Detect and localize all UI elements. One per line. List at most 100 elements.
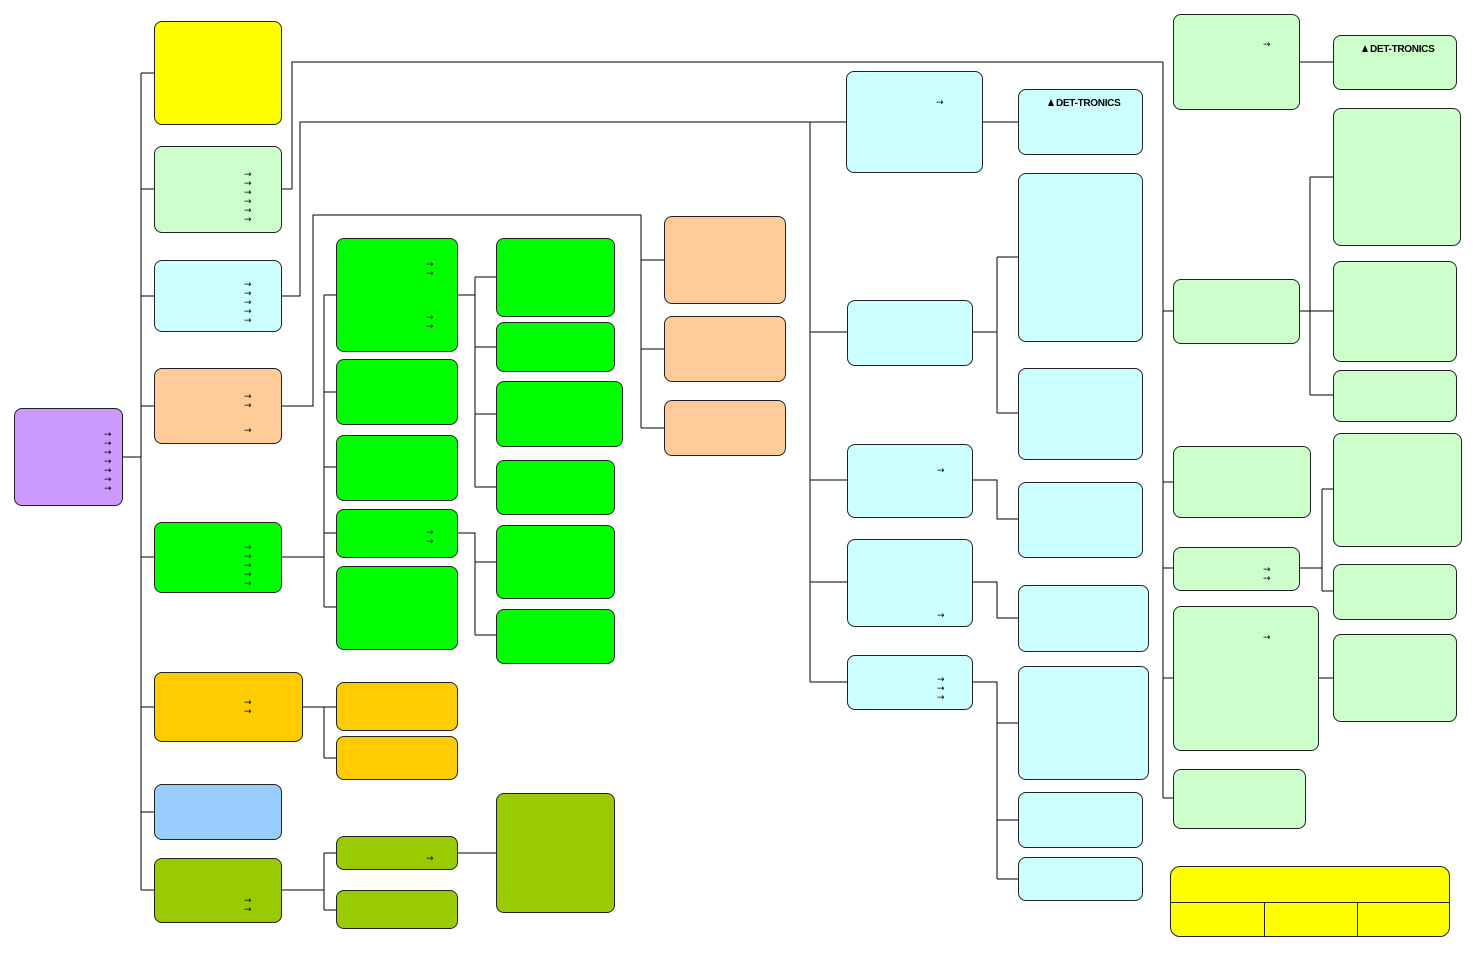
node-yellow-top[interactable] xyxy=(154,21,282,125)
connector-root xyxy=(123,72,154,891)
node-green-3-1[interactable] xyxy=(496,238,615,317)
arrow-icon: → xyxy=(244,289,252,299)
node-cyan-2-2[interactable] xyxy=(1018,173,1143,342)
connector-olive1 xyxy=(282,852,336,911)
arrow-icon: → xyxy=(244,570,252,580)
connector-g2-1 xyxy=(458,276,496,488)
node-green-2-1[interactable]: → → → → xyxy=(336,238,458,352)
arrow-icon: → xyxy=(244,206,252,216)
node-lg-1-2[interactable] xyxy=(1173,279,1300,344)
node-amber-1[interactable]: →→ xyxy=(154,672,303,742)
node-cyan-1-3[interactable]: → xyxy=(847,444,973,518)
node-cyan-2-7[interactable] xyxy=(1018,792,1143,848)
arrow-icon: → xyxy=(244,170,252,180)
arrow-icon: → xyxy=(104,439,112,449)
legend-divider xyxy=(1171,902,1449,903)
det-tronics-logo: DET-TRONICS xyxy=(1048,98,1121,109)
node-light-green-1[interactable]: →→→→→→ xyxy=(154,146,282,233)
node-olive-2-2[interactable] xyxy=(336,890,458,929)
connector-amber1 xyxy=(303,706,336,759)
node-cyan-2-3[interactable] xyxy=(1018,368,1143,460)
arrow-icon: → xyxy=(426,537,434,547)
arrow-icon: → xyxy=(104,430,112,440)
arrow-icon: → xyxy=(244,298,252,308)
legend-key-box xyxy=(1170,866,1450,937)
node-amber-2-1[interactable] xyxy=(336,682,458,731)
node-cyan-1-1[interactable]: → xyxy=(846,71,983,173)
arrow-icon: → xyxy=(104,484,112,494)
node-lg-1-6[interactable] xyxy=(1173,769,1306,829)
arrow-icon: → xyxy=(937,684,945,694)
arrow-icon: → xyxy=(426,313,434,323)
connector-c1-2 xyxy=(972,256,1018,414)
arrow-icon: → xyxy=(937,611,945,621)
arrow-icon: → xyxy=(244,215,252,225)
arrow-icon: → xyxy=(244,426,252,436)
arrow-icon: → xyxy=(937,693,945,703)
node-peach-2-1[interactable] xyxy=(664,216,786,304)
arrow-icon: → xyxy=(937,675,945,685)
arrow-icon: → xyxy=(244,307,252,317)
arrow-icon: → xyxy=(244,280,252,290)
node-lg-1-4[interactable]: →→ xyxy=(1173,547,1300,591)
arrow-icon: → xyxy=(104,466,112,476)
node-lg-2-4[interactable] xyxy=(1333,370,1457,422)
arrow-icon: → xyxy=(937,466,945,476)
arrow-icon: → xyxy=(244,543,252,553)
node-green-2-4[interactable]: →→ xyxy=(336,509,458,558)
legend-divider xyxy=(1264,902,1265,936)
arrow-icon: → xyxy=(426,322,434,332)
node-green-3-3[interactable] xyxy=(496,381,623,447)
node-lg-1-1[interactable]: → xyxy=(1173,14,1300,110)
node-cyan-2-6[interactable] xyxy=(1018,666,1149,780)
node-olive-3-1[interactable] xyxy=(496,793,615,913)
arrow-icon: → xyxy=(104,475,112,485)
arrow-icon: → xyxy=(1263,565,1271,575)
node-peach-1[interactable]: → → → xyxy=(154,368,282,444)
node-cyan-2-8[interactable] xyxy=(1018,857,1143,901)
arrow-icon: → xyxy=(936,98,944,108)
node-green-3-5[interactable] xyxy=(496,525,615,599)
node-green-2-5[interactable] xyxy=(336,566,458,650)
node-olive-1[interactable]: →→ xyxy=(154,858,282,923)
node-lg-2-6[interactable] xyxy=(1333,564,1457,620)
node-cyan-1-2[interactable] xyxy=(847,300,973,366)
node-green-3-4[interactable] xyxy=(496,460,615,515)
node-lg-2-3[interactable] xyxy=(1333,261,1457,362)
node-green-2-3[interactable] xyxy=(336,435,458,501)
node-light-blue-1[interactable] xyxy=(154,784,282,840)
connector-c1-4 xyxy=(972,581,1018,619)
arrow-icon: → xyxy=(244,905,252,915)
node-amber-2-2[interactable] xyxy=(336,736,458,780)
root-node[interactable]: →→→→→→→ xyxy=(14,408,123,506)
arrow-icon: → xyxy=(244,188,252,198)
node-lg-2-7[interactable] xyxy=(1333,634,1457,722)
node-light-cyan-1[interactable]: →→→→→ xyxy=(154,260,282,332)
arrow-icon: → xyxy=(244,401,252,411)
node-lg-2-5[interactable] xyxy=(1333,433,1462,547)
node-lg-2-2[interactable] xyxy=(1333,108,1461,246)
arrow-icon: → xyxy=(104,448,112,458)
node-cyan-2-4[interactable] xyxy=(1018,482,1143,558)
connector-lg-trunk xyxy=(1162,62,1173,799)
arrow-icon: → xyxy=(244,896,252,906)
node-cyan-2-5[interactable] xyxy=(1018,585,1149,652)
node-green-3-6[interactable] xyxy=(496,609,615,664)
arrow-icon: → xyxy=(1263,40,1271,50)
node-green-3-2[interactable] xyxy=(496,322,615,372)
node-green-2-2[interactable] xyxy=(336,359,458,425)
node-green-1[interactable]: →→→→→ xyxy=(154,522,282,593)
connector-cyan-trunk xyxy=(809,122,847,683)
node-olive-2-1[interactable]: → xyxy=(336,836,458,870)
node-lg-1-3[interactable] xyxy=(1173,446,1311,518)
arrow-icon: → xyxy=(426,260,434,270)
node-cyan-1-5[interactable]: →→→ xyxy=(847,655,973,710)
node-peach-2-3[interactable] xyxy=(664,400,786,456)
node-lg-2-1[interactable]: DET-TRONICS xyxy=(1333,35,1457,90)
node-lg-1-5[interactable]: → xyxy=(1173,606,1319,751)
node-peach-2-2[interactable] xyxy=(664,316,786,382)
node-cyan-2-1[interactable]: DET-TRONICS xyxy=(1018,89,1143,155)
arrow-icon: → xyxy=(426,854,434,864)
node-cyan-1-4[interactable]: → xyxy=(847,539,973,627)
triangle-logo-icon xyxy=(1362,45,1368,52)
